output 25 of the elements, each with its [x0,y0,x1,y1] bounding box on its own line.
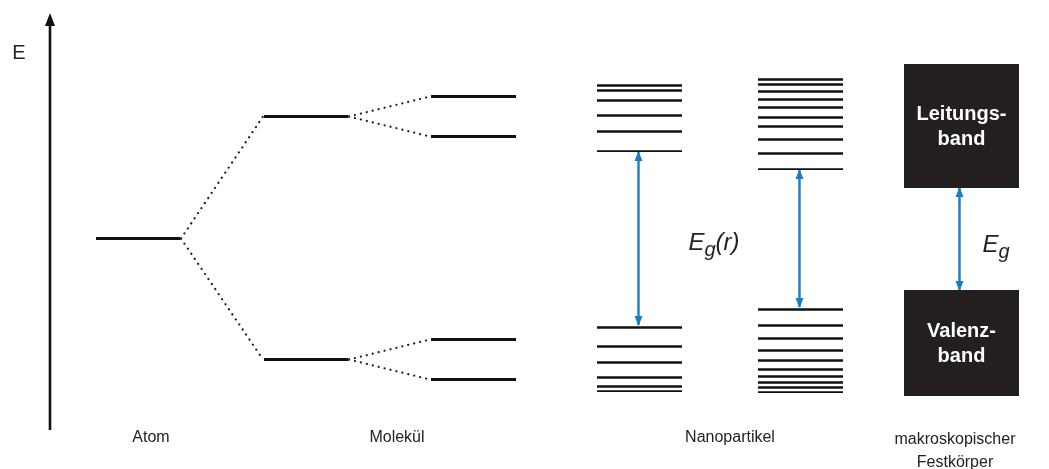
energy-level [431,338,516,341]
column-label: Nanopartikel [684,427,776,447]
energy-level-stack [597,325,682,392]
double-arrow [634,151,643,326]
energy-level [431,95,516,98]
band-box [904,290,1019,396]
double-arrow [795,169,804,308]
column-label: Atom [131,427,171,447]
gap-label: E$_{g}$ [981,229,1011,264]
band-box [904,64,1019,188]
energy-level [431,378,516,381]
energy-level [264,358,348,361]
dotted-line [179,115,265,240]
band-label: Leitungs- band [915,101,1008,151]
double-arrow [955,187,964,291]
energy-level [264,115,348,118]
axis-label: E [11,40,27,65]
energy-level-stack [758,77,843,170]
energy-level [96,237,180,240]
column-label: Molekül [368,427,426,447]
gap-label: E$_{g}$(r) [687,227,741,262]
energy-level-stack [597,83,682,152]
band-label: Valenz- band [926,318,997,368]
energy-level-stack [758,307,843,393]
energy-level [431,135,516,138]
